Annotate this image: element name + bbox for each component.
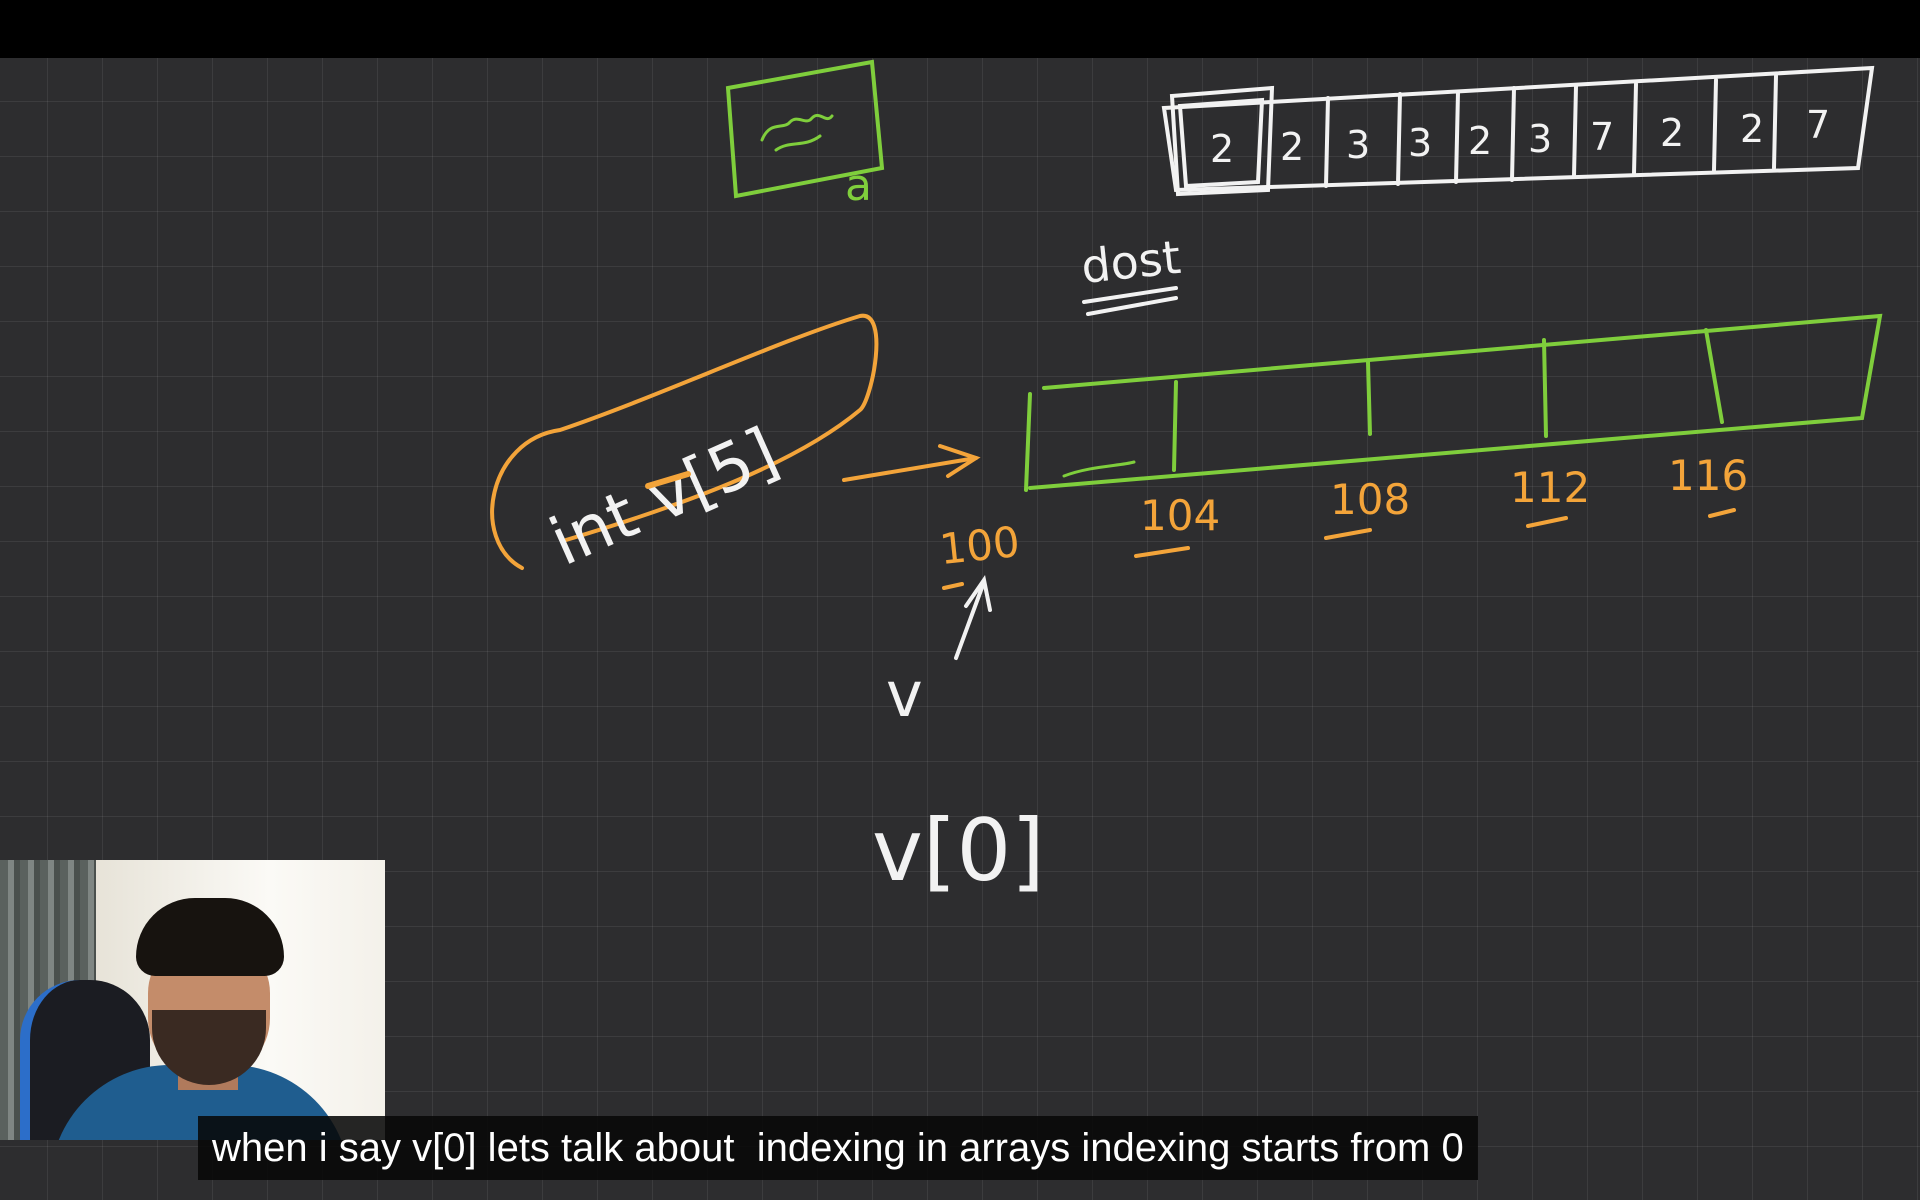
- top-black-bar: [0, 0, 1920, 58]
- array-value: 2: [1280, 125, 1304, 169]
- array-value: 7: [1590, 115, 1614, 159]
- pointer-label: v: [886, 658, 923, 731]
- v-underline: [645, 471, 691, 489]
- array-value: 2: [1210, 127, 1234, 171]
- arrow-to-array: [842, 444, 981, 482]
- array-value: 3: [1408, 121, 1432, 165]
- address-label: 108: [1330, 475, 1410, 524]
- dost-underline: [1082, 286, 1178, 316]
- address-underlines: [942, 508, 1736, 590]
- array-value: 2: [1660, 111, 1684, 155]
- index-expression: v[0]: [872, 801, 1045, 901]
- address-label: 112: [1510, 463, 1590, 512]
- dost-label: dost: [1079, 230, 1183, 294]
- address-label: 104: [1140, 491, 1220, 540]
- presenter-hair: [136, 898, 284, 976]
- array-value: 3: [1346, 123, 1370, 167]
- array-value: 7: [1806, 103, 1830, 147]
- address-label: 100: [937, 517, 1022, 574]
- subtitle-caption: when i say v[0] lets talk about indexing…: [198, 1116, 1478, 1180]
- memory-array: [1024, 313, 1883, 492]
- green-scribble-box: [725, 59, 885, 199]
- address-labels: 100 104 108 112 116: [937, 451, 1748, 574]
- whiteboard-canvas: [0, 58, 1920, 1200]
- white-array-values: 2 2 3 3 2 3 7 2 2 7: [1210, 103, 1830, 171]
- array-value: 3: [1528, 117, 1552, 161]
- a-label: a: [845, 160, 872, 211]
- declaration-text: int v[5]: [539, 413, 789, 581]
- array-value: 2: [1468, 119, 1492, 163]
- declaration-outline: [490, 313, 879, 570]
- array-value: 2: [1740, 107, 1764, 151]
- address-label: 116: [1668, 451, 1748, 500]
- white-array-outline: [1161, 65, 1875, 197]
- pointer-arrow: [954, 574, 992, 660]
- webcam-overlay: [0, 860, 385, 1140]
